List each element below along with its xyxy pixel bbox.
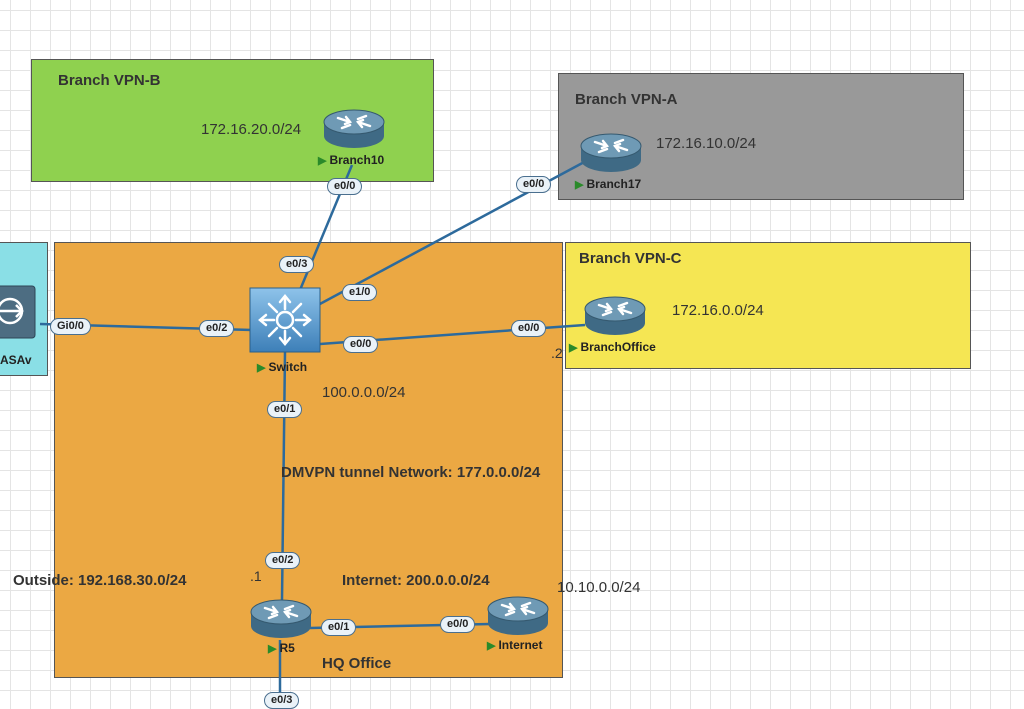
port-badge[interactable]: e1/0 [342, 284, 378, 301]
router-icon [323, 109, 385, 148]
dmvpn-label: DMVPN tunnel Network: 177.0.0.0/24 [281, 464, 541, 481]
node-label-branch17: ▶Branch17 [575, 177, 642, 191]
node-switch[interactable] [249, 287, 321, 353]
subnet-label: 172.16.20.0/24 [201, 121, 302, 138]
running-indicator: ▶ [268, 643, 277, 655]
node-branch17[interactable] [579, 130, 643, 176]
internet-network-label: Internet: 200.0.0.0/24 [342, 572, 490, 589]
node-label-switch: ▶Switch [257, 360, 308, 374]
zone-title: Branch VPN-A [575, 91, 678, 108]
node-r5[interactable] [249, 596, 313, 642]
extra-network-label: 10.10.0.0/24 [557, 579, 641, 596]
running-indicator: ▶ [487, 640, 496, 652]
port-badge[interactable]: e0/0 [327, 178, 363, 195]
port-badge[interactable]: e0/1 [267, 401, 303, 418]
running-indicator: ▶ [318, 155, 327, 167]
node-asav[interactable] [0, 285, 36, 339]
node-branch10[interactable] [322, 106, 386, 152]
port-badge[interactable]: e0/0 [511, 320, 547, 337]
port-badge[interactable]: e0/2 [265, 552, 301, 569]
port-badge[interactable]: e0/0 [440, 616, 476, 633]
router-icon [250, 599, 312, 638]
port-badge[interactable]: e0/0 [516, 176, 552, 193]
router-icon [580, 133, 642, 172]
running-indicator: ▶ [575, 179, 584, 191]
node-branchoffice[interactable] [583, 293, 647, 339]
node-label-asav: ASAv [0, 353, 32, 367]
port-badge[interactable]: e0/3 [279, 256, 315, 273]
router-icon [487, 596, 549, 635]
running-indicator: ▶ [257, 362, 266, 374]
port-badge[interactable]: Gi0/0 [50, 318, 91, 335]
node-label-internet: ▶Internet [487, 638, 543, 652]
subnet-label: 172.16.10.0/24 [656, 135, 757, 152]
subnet-label: 172.16.0.0/24 [672, 302, 764, 319]
port-badge[interactable]: e0/3 [264, 692, 300, 709]
branchoffice-address-label: .2 [551, 345, 563, 361]
node-label-r5: ▶R5 [268, 641, 295, 655]
port-badge[interactable]: e0/0 [343, 336, 379, 353]
router-icon [584, 296, 646, 335]
hq-office-title: HQ Office [322, 655, 392, 672]
port-badge[interactable]: e0/1 [321, 619, 357, 636]
zone-title: Branch VPN-B [58, 72, 161, 89]
running-indicator: ▶ [569, 342, 578, 354]
node-label-branch10: ▶Branch10 [318, 153, 385, 167]
outside-network-label: Outside: 192.168.30.0/24 [13, 572, 187, 589]
port-badge[interactable]: e0/2 [199, 320, 235, 337]
node-label-branchoffice: ▶BranchOffice [569, 340, 656, 354]
r5-address-label: .1 [250, 568, 262, 584]
firewall-icon [0, 285, 36, 339]
node-internet[interactable] [486, 593, 550, 639]
zone-title: Branch VPN-C [579, 250, 682, 267]
hq-switch-subnet: 100.0.0.0/24 [322, 384, 406, 401]
switch-icon [249, 287, 321, 353]
